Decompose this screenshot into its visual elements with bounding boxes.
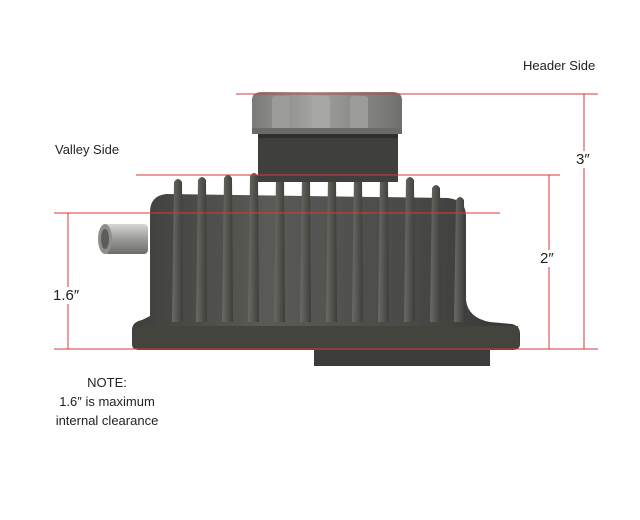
- dim-value-3in: 3″: [574, 151, 592, 168]
- note-title: NOTE:: [87, 375, 127, 390]
- dim-value-1-6in: 1.6″: [51, 287, 82, 304]
- note-block: NOTE: 1.6″ is maximum internal clearance: [40, 373, 174, 430]
- base-lip: [132, 326, 520, 350]
- side-tube: [98, 224, 148, 254]
- cooling-fins: [172, 172, 465, 322]
- note-line-2: internal clearance: [55, 413, 159, 428]
- collar: [258, 132, 398, 182]
- dim-value-2in: 2″: [538, 250, 556, 267]
- mounting-plate: [314, 346, 490, 366]
- note-line-1: 1.6″ is maximum: [59, 394, 155, 409]
- valley-side-label: Valley Side: [55, 142, 120, 157]
- header-side-label: Header Side: [523, 58, 596, 73]
- fill-cap: [252, 92, 402, 134]
